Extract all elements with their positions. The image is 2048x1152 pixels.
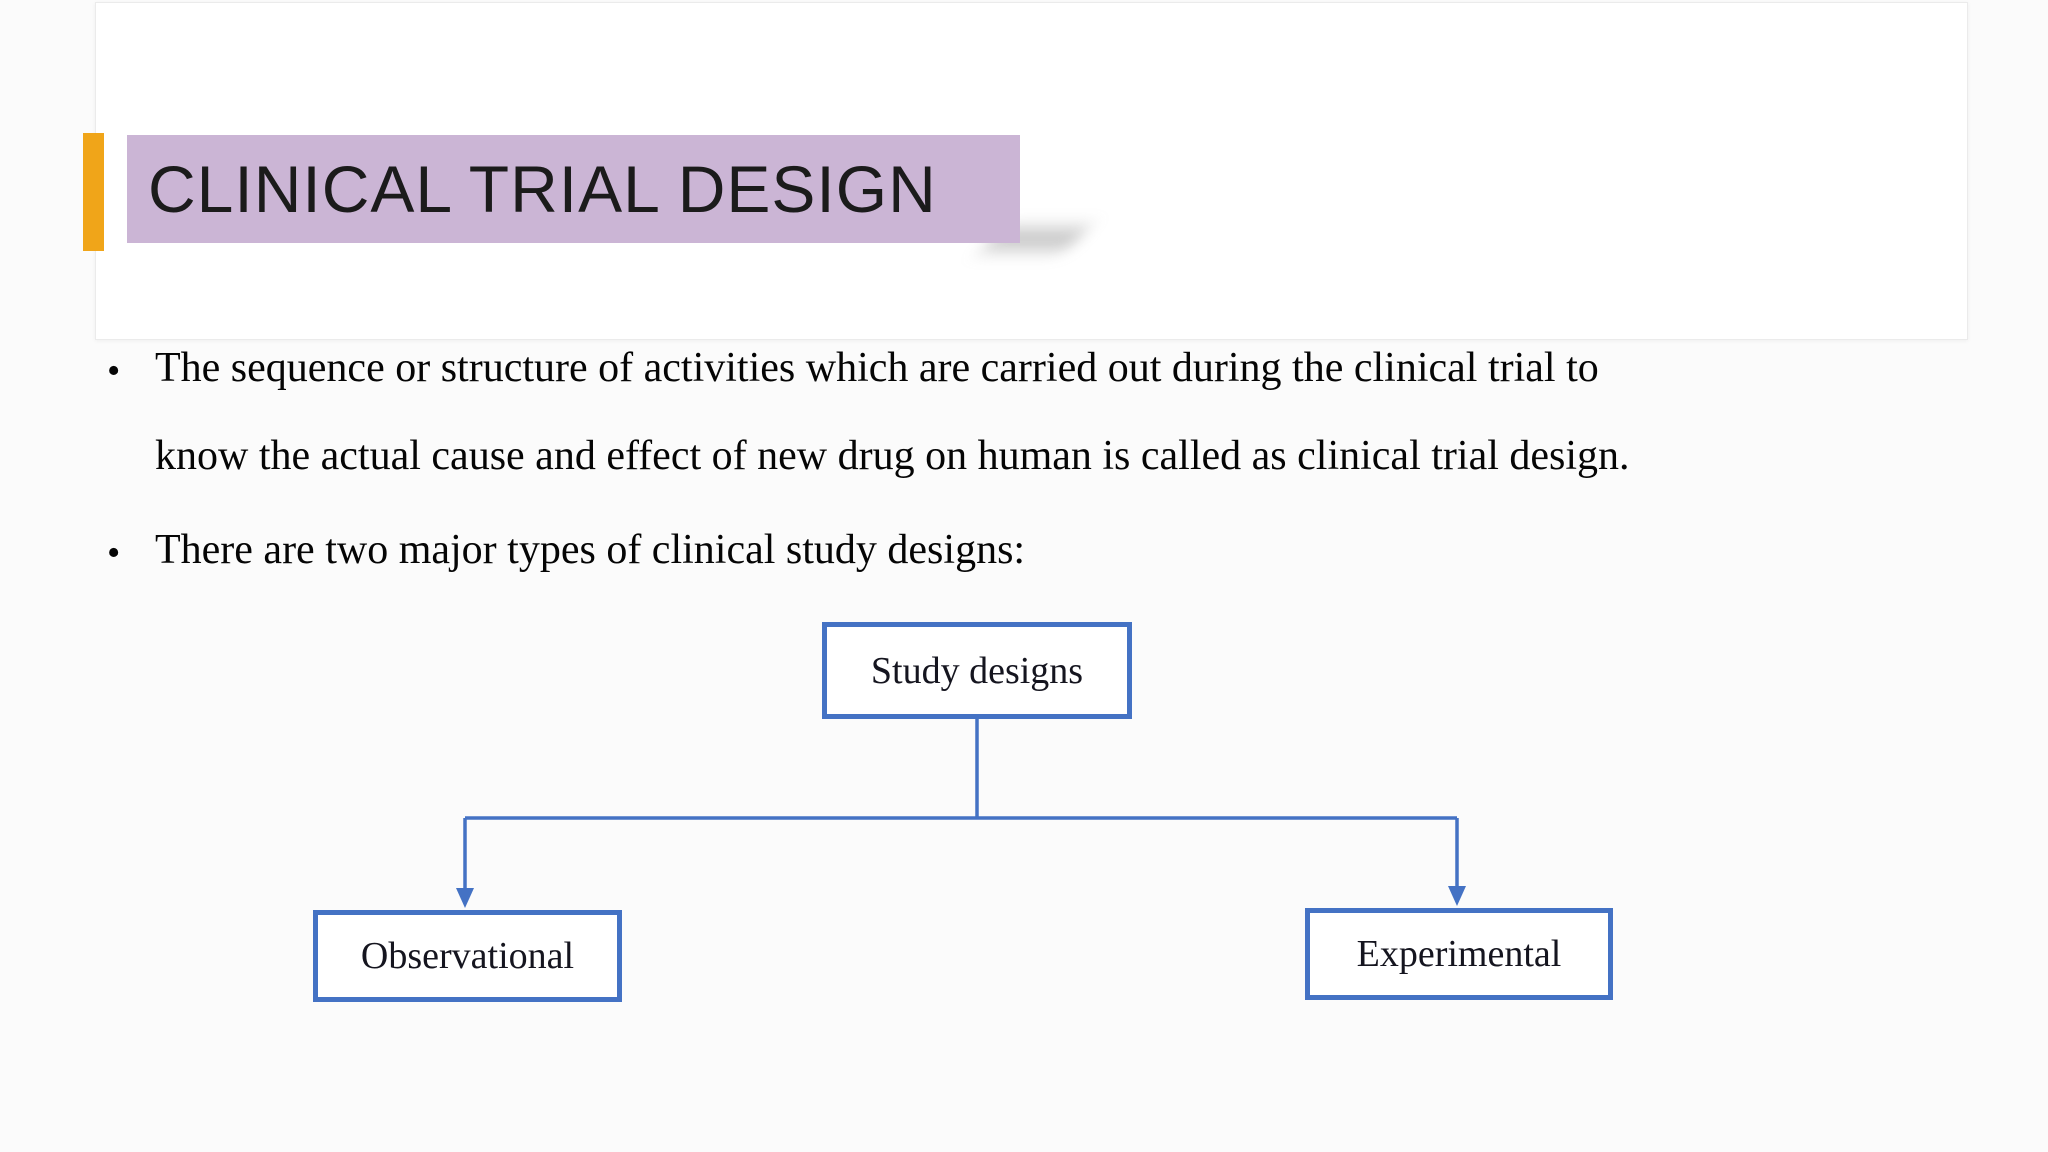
page-title: CLINICAL TRIAL DESIGN	[148, 152, 937, 226]
arrow-down-icon	[1448, 886, 1466, 906]
bullet-marker: •	[107, 350, 121, 392]
flowchart-node-study-designs: Study designs	[822, 622, 1132, 719]
flowchart-node-observational: Observational	[313, 910, 622, 1002]
flowchart-node-experimental: Experimental	[1305, 908, 1613, 1000]
title-highlight: CLINICAL TRIAL DESIGN	[127, 135, 1020, 243]
bullet-text-line: know the actual cause and effect of new …	[155, 433, 1630, 479]
node-label: Study designs	[870, 649, 1084, 692]
node-label: Observational	[360, 935, 575, 977]
bullet-marker: •	[107, 532, 121, 574]
accent-bar	[83, 133, 104, 251]
bullet-text-line: The sequence or structure of activities …	[155, 345, 1599, 391]
node-label: Experimental	[1356, 933, 1562, 975]
bullet-text-line: There are two major types of clinical st…	[155, 527, 1026, 573]
arrow-down-icon	[456, 888, 474, 908]
